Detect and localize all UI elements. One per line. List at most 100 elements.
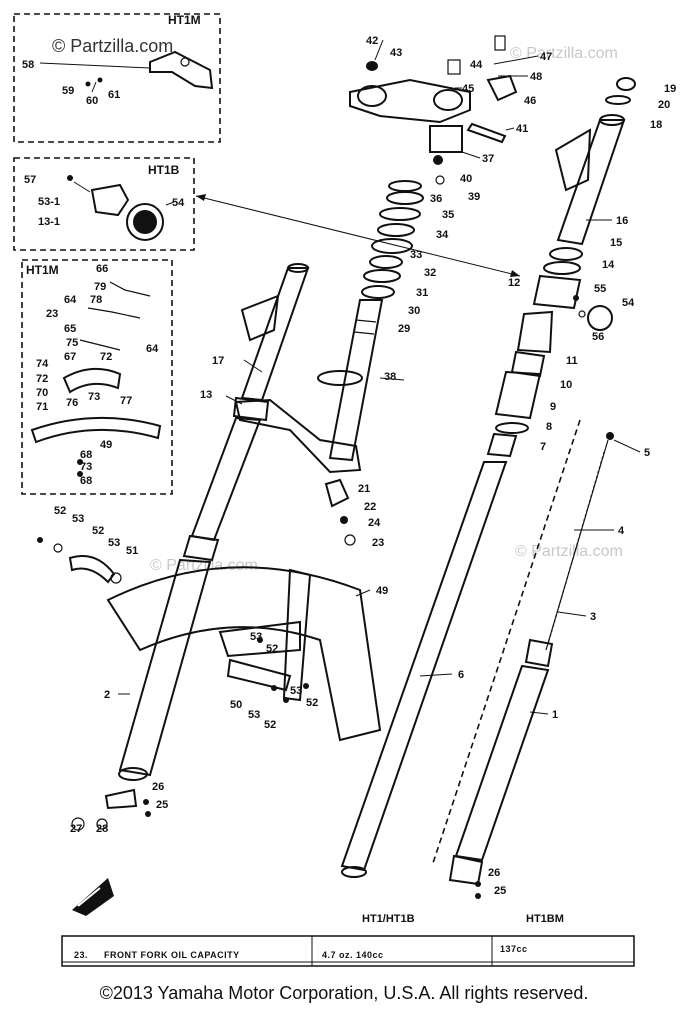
box-title: HT1M	[168, 13, 201, 27]
part-label: 20	[658, 99, 670, 111]
part-label: 5	[644, 447, 650, 459]
part-label: 79	[94, 281, 106, 293]
part-label: 25	[494, 885, 506, 897]
part-label: 34	[436, 229, 449, 241]
part-label: 67	[64, 351, 76, 363]
part-label: 24	[368, 517, 381, 529]
damper-spring	[448, 432, 614, 899]
part-label: 57	[24, 174, 36, 186]
box-title: HT1M	[26, 263, 59, 277]
part-label: 9	[550, 401, 556, 413]
table-value: 137cc	[500, 944, 528, 954]
part-label: 53	[108, 537, 120, 549]
part-label: 41	[516, 123, 528, 135]
part-label: 59	[62, 85, 74, 97]
part-label: 32	[424, 267, 436, 279]
part-label: 43	[390, 47, 402, 59]
watermark-faint: © Partzilla.com	[515, 543, 623, 560]
right-fork-assembly	[340, 77, 636, 878]
part-label: 13-1	[38, 216, 60, 228]
part-label: 56	[592, 331, 604, 343]
part-label: 23	[372, 537, 384, 549]
part-label: 7	[540, 441, 546, 453]
leader-arrow	[195, 195, 521, 277]
table-item-label: FRONT FORK OIL CAPACITY	[104, 950, 240, 960]
part-label: 35	[442, 209, 454, 221]
part-label: 76	[66, 397, 78, 409]
part-label: 52	[306, 697, 318, 709]
left-fork-assembly	[71, 263, 310, 831]
part-label: 15	[610, 237, 622, 249]
part-label: 22	[364, 501, 376, 513]
part-label: 55	[594, 283, 606, 295]
part-label: 36	[430, 193, 442, 205]
part-label: 66	[96, 263, 108, 275]
part-label: 1	[552, 709, 558, 721]
part-label: 54	[622, 297, 635, 309]
part-label: 77	[120, 395, 132, 407]
part-label: 72	[100, 351, 112, 363]
part-label: 52	[54, 505, 66, 517]
front-fender	[106, 566, 382, 742]
part-label: 8	[546, 421, 552, 433]
part-label: 53	[72, 513, 84, 525]
part-label: 26	[488, 867, 500, 879]
watermark-faint: © Partzilla.com	[510, 45, 618, 62]
part-label: 23	[46, 308, 58, 320]
capacity-table: 23. FRONT FORK OIL CAPACITY 4.7 oz. 140c…	[61, 935, 635, 967]
part-label: 40	[460, 173, 472, 185]
table-value: 4.7 oz. 140cc	[322, 950, 384, 960]
part-label: 53-1	[38, 196, 60, 208]
box-title: HT1B	[148, 163, 180, 177]
part-label: 53	[290, 685, 302, 697]
part-label: 29	[398, 323, 410, 335]
part-label: 6	[458, 669, 464, 681]
part-label: 18	[650, 119, 662, 131]
part-label: 4	[618, 525, 625, 537]
part-label: 42	[366, 35, 378, 47]
guide-line	[431, 419, 581, 867]
part-label: 50	[230, 699, 242, 711]
part-label: 25	[156, 799, 168, 811]
watermark-main: © Partzilla.com	[52, 36, 173, 56]
part-label: 30	[408, 305, 420, 317]
box-ht1m-fender: HT1M 66 79 78 64 23 65 75 64 67 72 74 72…	[21, 259, 173, 495]
copyright-notice: ©2013 Yamaha Motor Corporation, U.S.A. A…	[99, 983, 589, 1003]
part-label: 19	[664, 83, 676, 95]
part-label: 73	[88, 391, 100, 403]
part-label: 53	[250, 631, 262, 643]
part-label: 52	[264, 719, 276, 731]
part-label: 51	[126, 545, 138, 557]
part-label: 12	[508, 277, 520, 289]
part-label: 78	[90, 294, 102, 306]
table-item-number: 23.	[74, 950, 88, 960]
upper-bracket	[349, 35, 518, 185]
model-label: HT1BM	[526, 913, 564, 925]
part-label: 64	[64, 294, 77, 306]
part-label: 49	[376, 585, 388, 597]
part-label: 44	[470, 59, 483, 71]
part-label: 68	[80, 475, 92, 487]
part-label: 17	[212, 355, 224, 367]
part-label: 47	[540, 51, 552, 63]
part-label: 49	[100, 439, 112, 451]
part-label: 52	[266, 643, 278, 655]
part-label: 28	[96, 823, 108, 835]
part-label: 10	[560, 379, 572, 391]
leader-lines	[118, 39, 641, 715]
fwd-arrow-icon	[72, 878, 114, 916]
part-label: 37	[482, 153, 494, 165]
part-label: 46	[524, 95, 536, 107]
part-label: 16	[616, 215, 628, 227]
steering-stem	[234, 299, 384, 546]
part-label: 71	[36, 401, 48, 413]
part-label: 33	[410, 249, 422, 261]
bearing-stack	[361, 180, 424, 299]
cable-clip	[37, 537, 122, 584]
part-label: 38	[384, 371, 396, 383]
part-label: 21	[358, 483, 370, 495]
part-label: 48	[530, 71, 542, 83]
model-label: HT1/HT1B	[362, 913, 415, 925]
part-label: 74	[36, 358, 49, 370]
